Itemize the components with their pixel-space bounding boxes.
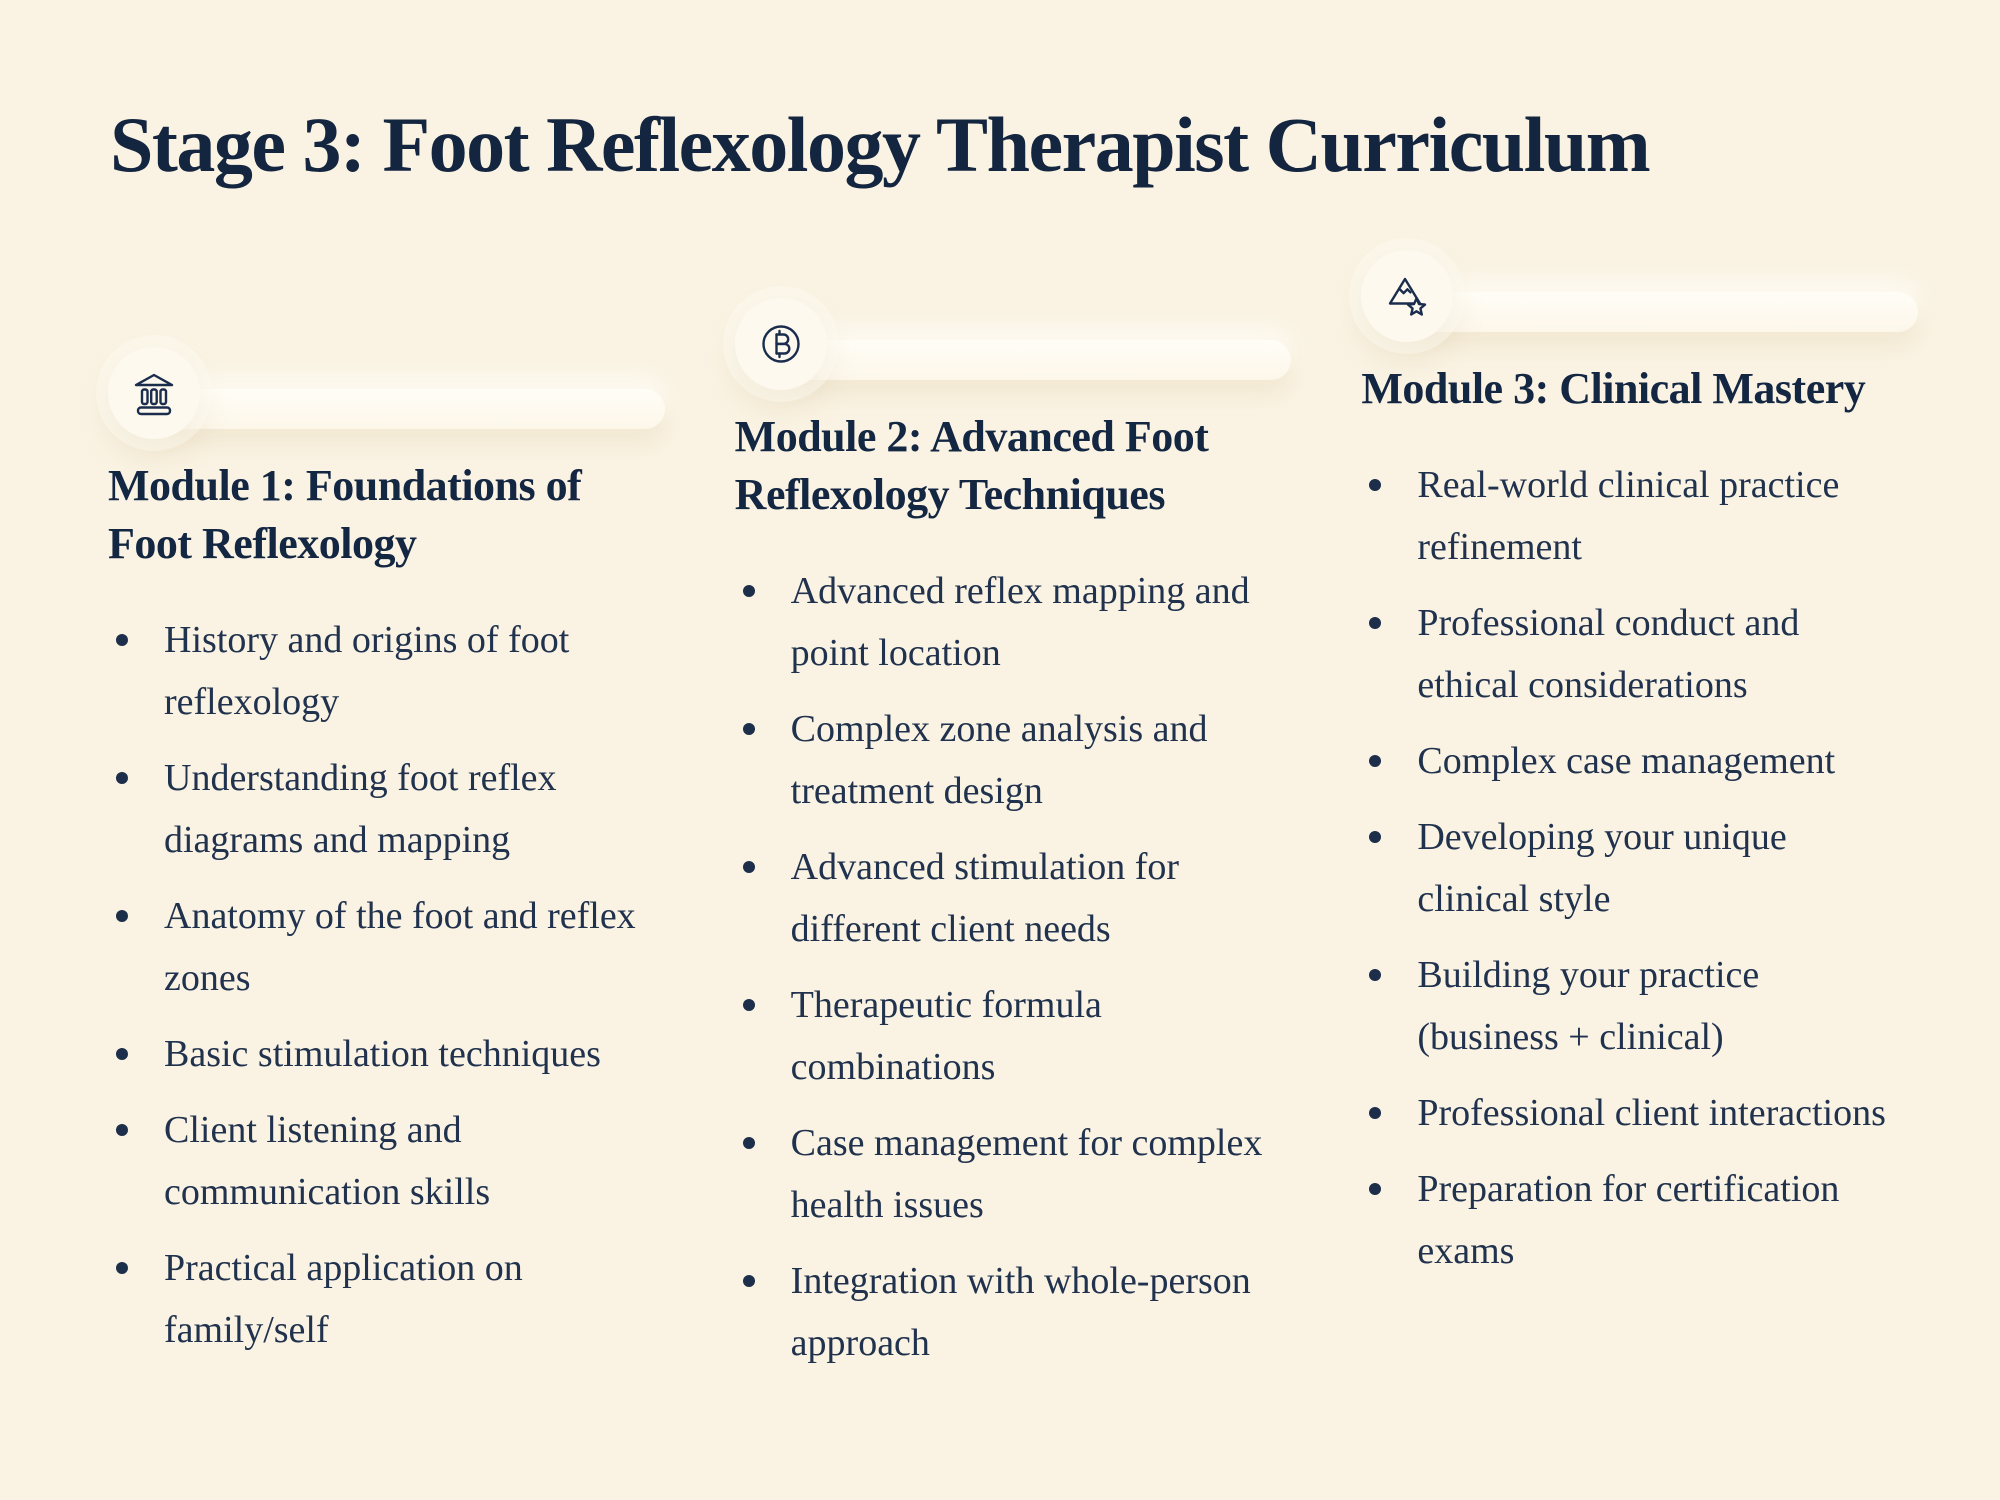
module-bullet-item: Anatomy of the foot and reflex zones — [108, 885, 639, 1009]
module-bullet-item: Integration with whole-person approach — [735, 1250, 1266, 1374]
bitcoin-icon — [757, 320, 805, 368]
module-bullet-item: Practical application on family/self — [108, 1237, 639, 1361]
module-bullet-item: Professional conduct and ethical conside… — [1361, 592, 1892, 716]
module-bullet-item: Complex case management — [1361, 730, 1892, 792]
module-bullet-item: Advanced reflex mapping and point locati… — [735, 560, 1266, 684]
timeline-bar — [163, 388, 665, 429]
module-column-2: Module 2: Advanced Foot Reflexology Tech… — [734, 297, 1292, 1388]
module-column-1: Module 1: Foundations of Foot Reflexolog… — [108, 346, 665, 1388]
module-bullet-item: Professional client interactions — [1361, 1082, 1892, 1144]
module-bullet-item: Real-world clinical practice refinement — [1361, 454, 1892, 578]
module-bullet-item: Case management for complex health issue… — [735, 1112, 1266, 1236]
module-2-list: Advanced reflex mapping and point locati… — [735, 560, 1266, 1374]
module-bullet-item: Therapeutic formula combinations — [735, 974, 1266, 1098]
module-bullet-item: Understanding foot reflex diagrams and m… — [108, 747, 639, 871]
module-bullet-item: Basic stimulation techniques — [108, 1023, 639, 1085]
module-1-icon-badge — [108, 346, 200, 439]
module-columns: Module 1: Foundations of Foot Reflexolog… — [108, 249, 1919, 1388]
module-bullet-item: Client listening and communication skill… — [108, 1099, 639, 1223]
page-title: Stage 3: Foot Reflexology Therapist Curr… — [110, 101, 1651, 188]
module-bullet-item: Advanced stimulation for different clien… — [735, 836, 1266, 960]
module-column-3: Module 3: Clinical Mastery Real-world cl… — [1361, 249, 1919, 1388]
timeline-bar — [1416, 291, 1919, 332]
module-3-timeline — [1361, 249, 1919, 342]
module-3-icon-badge — [1361, 249, 1454, 342]
module-bullet-item: Building your practice (business + clini… — [1361, 944, 1892, 1068]
module-2-heading: Module 2: Advanced Foot Reflexology Tech… — [734, 411, 1209, 519]
module-2-icon-badge — [734, 297, 827, 390]
module-bullet-item: Developing your unique clinical style — [1361, 806, 1892, 930]
module-2-timeline — [734, 297, 1292, 390]
module-bullet-item: History and origins of foot reflexology — [108, 609, 639, 733]
module-3-heading: Module 3: Clinical Mastery — [1361, 363, 1866, 413]
module-1-heading: Module 1: Foundations of Foot Reflexolog… — [108, 460, 582, 568]
module-bullet-item: Preparation for certification exams — [1361, 1158, 1892, 1282]
module-bullet-item: Complex zone analysis and treatment desi… — [735, 698, 1266, 822]
timeline-bar — [789, 339, 1292, 380]
module-1-timeline — [108, 346, 665, 439]
bank-icon — [130, 369, 178, 417]
mountain-star-icon — [1383, 272, 1431, 320]
